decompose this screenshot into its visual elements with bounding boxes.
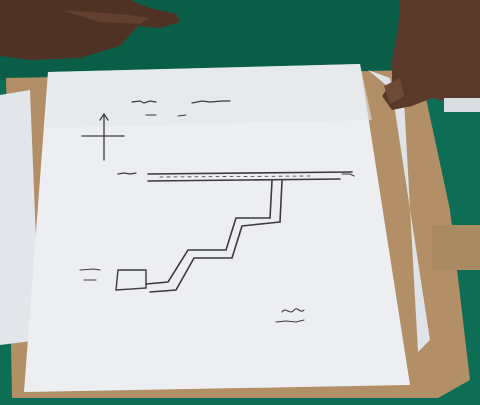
cardboard-tab [432, 225, 480, 270]
sketch-pipe-vertical [269, 180, 283, 223]
sketch-scribble-3 [145, 114, 187, 117]
sketch-end-box [115, 269, 147, 291]
sketch-pipe-top [147, 171, 353, 182]
paper-shade [46, 64, 372, 128]
sleeve-strip [444, 98, 480, 112]
hand-drawn-sketch [79, 100, 355, 323]
hand-right-finger [384, 78, 404, 104]
sketch-label-right [341, 173, 355, 177]
sketch-scribble-2 [191, 100, 231, 104]
hand-left-highlight [60, 10, 150, 24]
paper-stack-edge [368, 70, 430, 352]
paper-back-sheet [0, 90, 40, 345]
sketch-pipe-stairs [145, 217, 281, 293]
hand-left-icon [0, 0, 180, 60]
sketch-label-box [79, 268, 101, 281]
sketch-signature [275, 308, 305, 323]
sketch-north-arrow [81, 112, 125, 161]
sketch-scribble-1 [131, 100, 157, 104]
paper-stack [24, 64, 410, 392]
hand-right-icon [382, 0, 480, 110]
sketch-label-left [117, 172, 137, 175]
